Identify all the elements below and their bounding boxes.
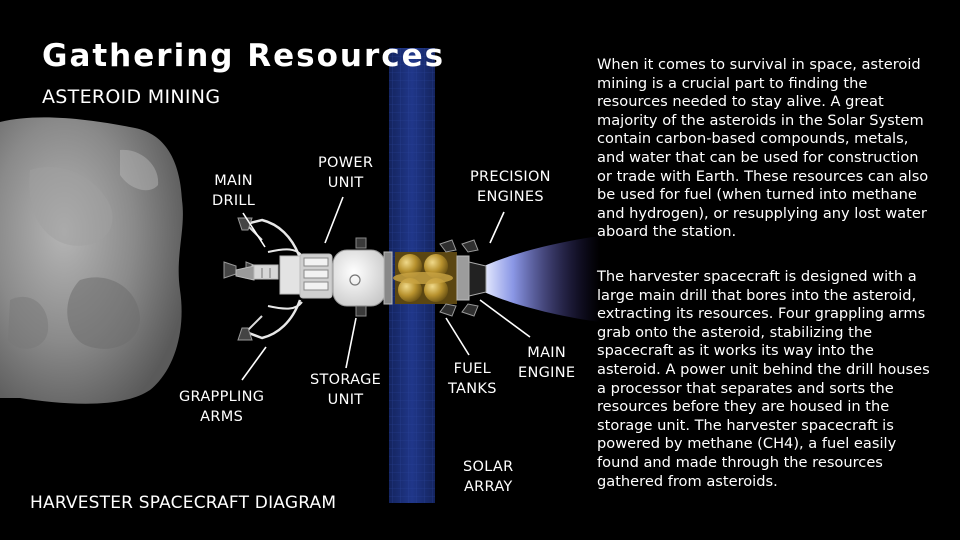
label-storage-unit-line2: UNIT [327,392,364,408]
label-main-drill: MAIN DRILL [212,171,255,211]
engine-plume [484,236,600,322]
label-main-engine-line1: MAIN [527,345,567,361]
label-grappling-arms-line1: GRAPPLING [179,389,265,405]
diagram-caption: HARVESTER SPACECRAFT DIAGRAM [30,493,337,513]
label-solar-array-line2: ARRAY [463,479,513,495]
label-solar-array-line1: SOLAR [463,459,514,475]
label-precision-engines-line2: ENGINES [476,189,544,205]
page-subtitle: ASTEROID MINING [42,86,221,108]
label-fuel-tanks-line1: FUEL [453,361,492,377]
label-solar-array: SOLAR ARRAY [463,457,514,497]
label-main-drill-line2: DRILL [212,193,256,209]
intro-paragraph: When it comes to survival in space, aste… [597,56,929,241]
label-power-unit: POWER UNIT [318,153,373,193]
label-power-unit-line2: UNIT [327,175,364,191]
label-storage-unit: STORAGE UNIT [310,370,381,410]
label-precision-engines: PRECISION ENGINES [470,167,551,207]
label-main-drill-line1: MAIN [214,173,253,189]
label-power-unit-line1: POWER [318,155,374,171]
label-precision-engines-line1: PRECISION [470,169,551,185]
label-grappling-arms: GRAPPLING ARMS [179,387,264,427]
label-main-engine: MAIN ENGINE [518,343,575,383]
label-fuel-tanks: FUEL TANKS [448,359,497,399]
label-fuel-tanks-line2: TANKS [448,381,497,397]
spacecraft-illustration [223,217,487,341]
label-main-engine-line2: ENGINE [518,365,576,381]
label-storage-unit-line1: STORAGE [310,372,382,388]
label-grappling-arms-line2: ARMS [200,409,244,425]
asteroid-illustration [0,117,183,404]
description-paragraph: The harvester spacecraft is designed wit… [597,268,930,490]
label-pointers [241,196,531,381]
page-title: Gathering Resources [42,38,446,74]
